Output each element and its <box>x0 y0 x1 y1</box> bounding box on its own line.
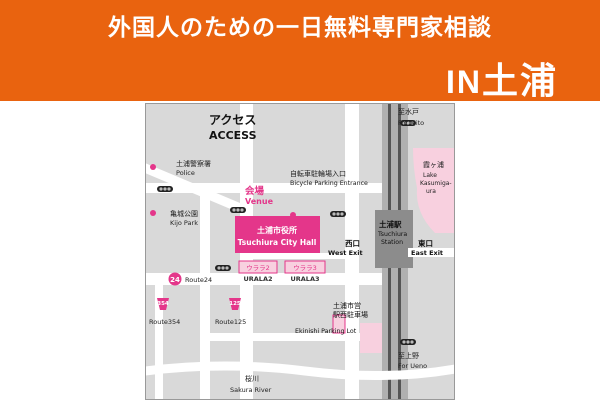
bicycle-label-ja: 自転車駐輪場入口 <box>290 169 346 178</box>
traffic-light-icon <box>230 207 246 213</box>
city-hall-label-ja: 土浦市役所 <box>257 225 297 235</box>
east-exit-label-en: East Exit <box>411 249 443 257</box>
lake-label-en-2: Kasumiga- <box>420 180 452 187</box>
event-location: IN土浦 <box>446 52 558 104</box>
station-label-en-2: Station <box>381 239 403 246</box>
urala3-label-ja: ウララ3 <box>293 264 317 272</box>
river-label-ja: 桜川 <box>245 374 259 383</box>
venue-building <box>235 216 320 253</box>
bicycle-marker <box>290 212 296 218</box>
city-hall-label-en: Tsuchiura City Hall <box>238 238 317 247</box>
to-mito-label-ja: 至水戸 <box>398 107 419 116</box>
location-city: 土浦 <box>481 61 558 102</box>
lake-area <box>413 148 455 233</box>
route354-badge-icon <box>157 298 169 310</box>
road-east <box>408 248 455 257</box>
lake-label-ja: 霞ヶ浦 <box>423 160 444 169</box>
location-prefix: IN <box>445 64 482 100</box>
access-heading-ja: アクセス <box>209 113 256 127</box>
route24-label: Route24 <box>185 276 212 284</box>
route125-badge-icon <box>229 298 241 310</box>
bicycle-label-en: Bicycle Parking Entrance <box>290 180 368 187</box>
route354-label: Route354 <box>149 318 180 326</box>
road-south <box>210 333 360 341</box>
river-label-en: Sakura River <box>230 386 272 394</box>
parking-label-en: Ekinishi Parking Lot <box>295 328 357 335</box>
kijo-marker <box>150 210 156 216</box>
parking-area <box>360 323 382 353</box>
police-label-ja: 土浦警察署 <box>176 159 211 168</box>
kijo-label-ja: 亀城公園 <box>170 209 198 218</box>
traffic-light-icon <box>330 211 346 217</box>
header-banner: 外国人のための一日無料専門家相談 IN土浦 <box>0 0 600 104</box>
venue-label-ja: 会場 <box>245 185 265 197</box>
west-exit-label-ja: 西口 <box>345 239 360 248</box>
access-heading-en: ACCESS <box>209 129 257 142</box>
police-marker <box>150 164 156 170</box>
police-label-en: Police <box>176 169 195 177</box>
sakura-river <box>145 361 455 381</box>
lake-label-en-1: Lake <box>423 172 437 179</box>
to-ueno-label-ja: 至上野 <box>398 351 419 360</box>
kijo-label-en: Kijo Park <box>170 219 198 227</box>
station-building <box>375 210 413 268</box>
to-ueno-label-en: For Ueno <box>398 362 427 370</box>
west-exit-label-en: West Exit <box>328 249 363 257</box>
east-exit-label-ja: 東口 <box>418 238 433 248</box>
road-urala <box>253 253 345 259</box>
urala2-label-en: URALA2 <box>243 275 272 283</box>
parking-building <box>332 314 346 334</box>
urala3-label-en: URALA3 <box>290 275 319 283</box>
traffic-light-icon <box>157 186 173 192</box>
traffic-light-icon <box>400 120 416 126</box>
lake-label-en-3: ura <box>426 188 436 195</box>
road-diagonal <box>145 163 240 213</box>
access-map: 土浦市役所 Tsuchiura City Hall ウララ2 ウララ3 URAL… <box>145 103 455 400</box>
route24-badge: 24 <box>170 276 180 284</box>
route125-badge: 125 <box>229 301 241 307</box>
parking-label-ja-2: 駅西駐車場 <box>333 310 368 319</box>
traffic-light-icon <box>215 265 231 271</box>
urala3-building <box>284 260 326 274</box>
parking-label-ja-1: 土浦市営 <box>333 301 361 310</box>
traffic-light-icon <box>400 339 416 345</box>
urala2-building <box>238 260 278 274</box>
road-station-west <box>345 103 359 400</box>
venue-label-en: Venue <box>245 197 274 206</box>
urala2-label-ja: ウララ2 <box>246 264 270 272</box>
station-label-ja: 土浦駅 <box>379 219 402 229</box>
route24-badge-icon <box>168 272 182 286</box>
road-kijo <box>200 193 210 400</box>
road-west <box>155 285 163 400</box>
event-title: 外国人のための一日無料専門家相談 <box>108 15 492 41</box>
route354-badge: 354 <box>157 301 169 307</box>
route125-label: Route125 <box>215 318 246 326</box>
road-north <box>145 183 382 193</box>
station-label-en-1: Tsuchiura <box>377 231 407 238</box>
to-mito-label-en: For Mito <box>398 119 424 127</box>
